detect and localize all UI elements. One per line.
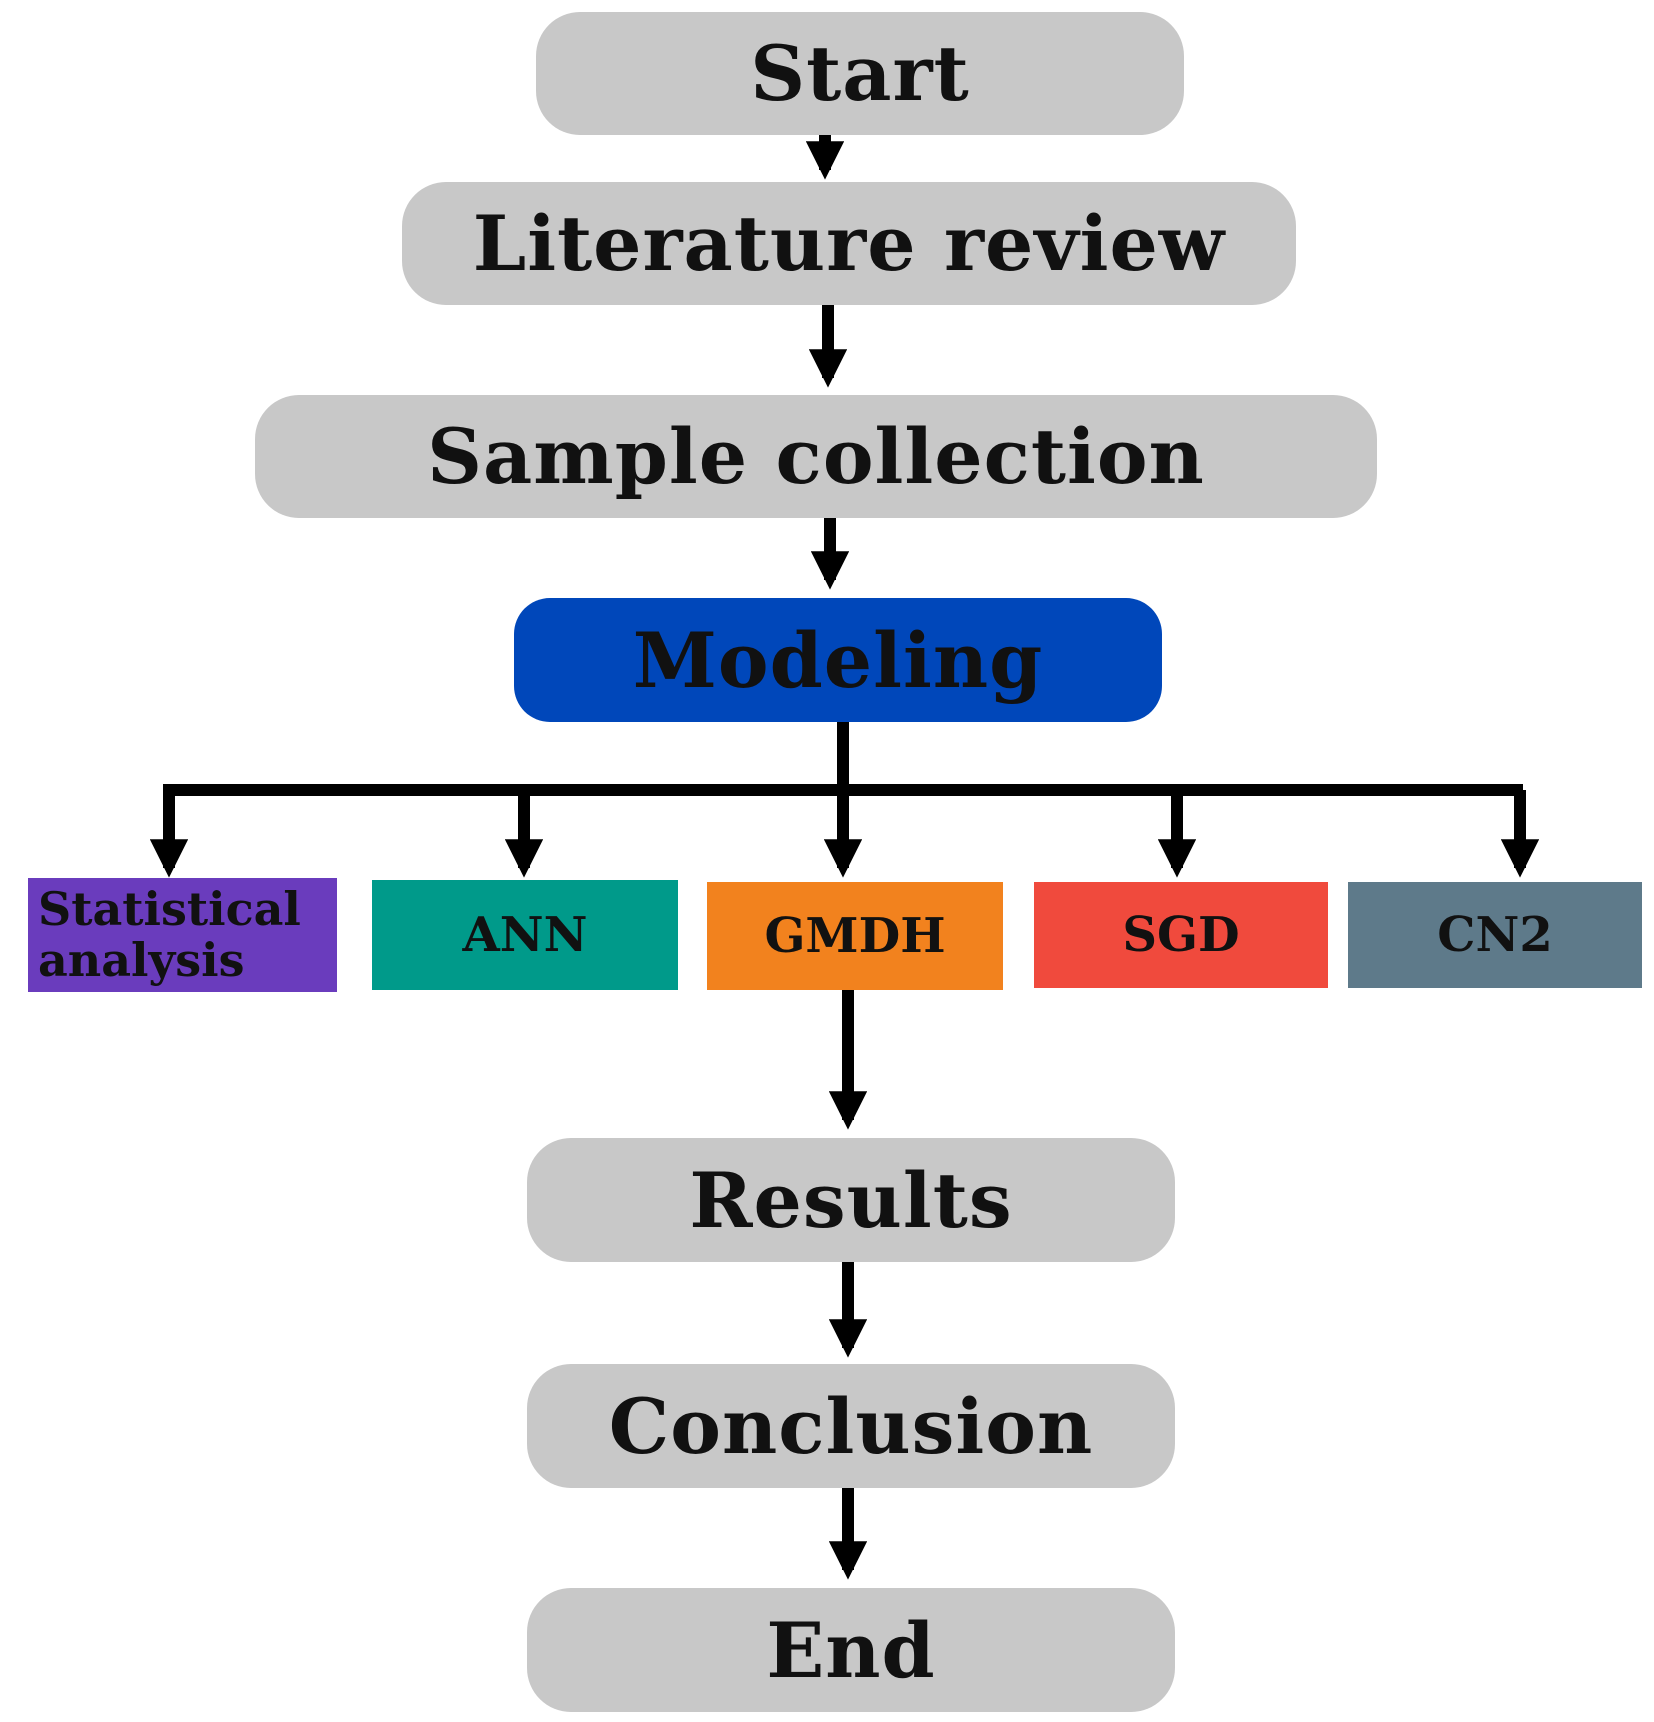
method-statistical-line1: Statistical — [38, 882, 301, 937]
method-cn2: CN2 — [1348, 882, 1642, 988]
method-ann: ANN — [372, 880, 678, 990]
method-statistical-analysis-label: Statistical analysis — [38, 884, 301, 985]
results-node: Results — [527, 1138, 1175, 1262]
start-node: Start — [536, 12, 1184, 135]
method-gmdh: GMDH — [707, 882, 1003, 990]
literature-review-node: Literature review — [402, 182, 1296, 305]
method-statistical-line2: analysis — [38, 933, 245, 987]
end-node: End — [527, 1588, 1175, 1712]
conclusion-node: Conclusion — [527, 1364, 1175, 1488]
method-sgd: SGD — [1034, 882, 1328, 988]
sample-collection-node: Sample collection — [255, 395, 1377, 518]
modeling-node: Modeling — [514, 598, 1162, 722]
method-statistical-analysis: Statistical analysis — [28, 878, 337, 992]
